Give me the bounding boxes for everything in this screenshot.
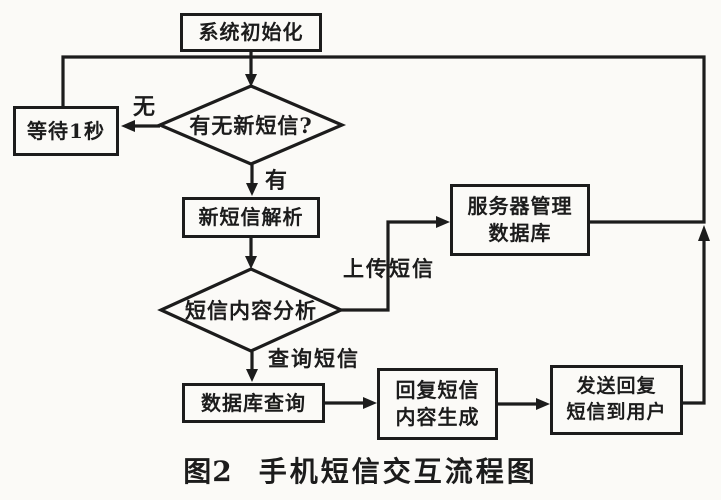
figure-caption: 图2 手机短信交互流程图 (0, 450, 721, 490)
node-reply-content-gen-line2: 内容生成 (395, 405, 480, 429)
node-reply-content-gen-line1: 回复短信 (395, 378, 480, 402)
edge-analysis-to-dbquery-arrow (246, 369, 258, 382)
node-wait-1s: 等待1秒 (13, 106, 119, 156)
node-server-manage-db: 服务器管理 数据库 (450, 184, 590, 256)
edge-init-to-check-arrow (245, 74, 257, 87)
edge-label-upload-sms: 上传短信 (343, 256, 435, 281)
figure-number: 图2 (183, 455, 233, 488)
edge-parse-to-analysis-arrow (245, 256, 257, 269)
node-send-reply-to-user: 发送回复 短信到用户 (550, 365, 683, 435)
edge-replygen-to-send-arrow (536, 398, 550, 410)
node-db-query: 数据库查询 (182, 383, 325, 423)
decision-sms-content-analysis-label: 短信内容分析 (185, 298, 317, 323)
node-parse-new-sms: 新短信解析 (182, 197, 320, 238)
edge-check-to-wait-arrow (121, 120, 135, 132)
decision-has-new-sms-label: 有无新短信? (189, 113, 313, 138)
node-server-manage-db-line2: 数据库 (488, 221, 552, 245)
edge-analysis-to-server (341, 220, 438, 312)
node-system-init-label: 系统初始化 (198, 20, 304, 44)
edge-check-to-parse-arrow (246, 183, 258, 196)
edge-send-to-junction-arrow (698, 225, 710, 241)
edge-label-yes: 有 (264, 168, 290, 194)
edge-label-query-sms: 查询短信 (268, 346, 360, 371)
edge-analysis-to-server-arrow (436, 216, 450, 228)
node-server-manage-db-line1: 服务器管理 (467, 194, 573, 218)
figure-title: 手机短信交互流程图 (258, 455, 538, 488)
node-send-reply-to-user-line1: 发送回复 (576, 375, 657, 398)
node-send-reply-to-user-line2: 短信到用户 (566, 401, 667, 423)
edge-send-to-junction (683, 240, 706, 405)
node-system-init: 系统初始化 (180, 13, 322, 52)
node-db-query-label: 数据库查询 (201, 390, 306, 415)
edge-label-no: 无 (132, 94, 158, 120)
edge-dbquery-to-replygen-arrow (363, 397, 377, 409)
node-wait-1s-label: 等待1秒 (27, 118, 105, 143)
node-parse-new-sms-label: 新短信解析 (198, 205, 304, 229)
node-reply-content-gen: 回复短信 内容生成 (377, 368, 498, 440)
edge-server-loop-to-wait (61, 55, 706, 224)
